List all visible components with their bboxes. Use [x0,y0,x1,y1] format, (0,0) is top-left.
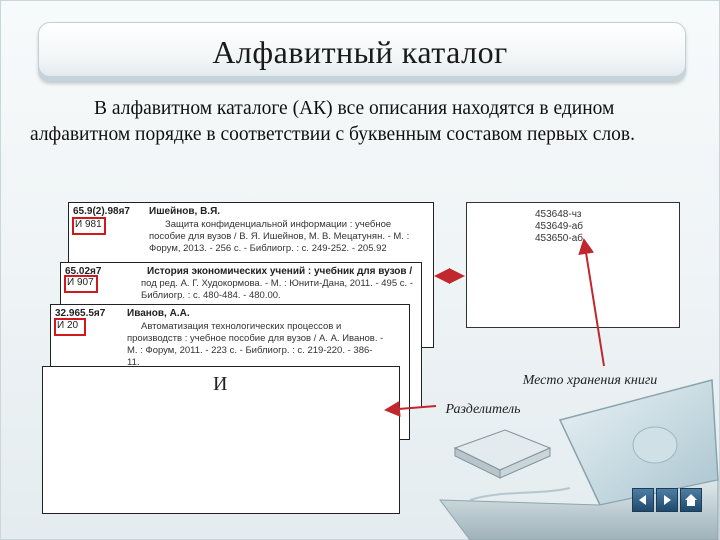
forward-button[interactable] [656,488,678,512]
separator-caption: Разделитель [428,402,538,418]
storage-arrow [584,240,604,366]
forward-arrow-icon [660,493,674,507]
storage-caption: Место хранения книги [520,372,660,390]
back-button[interactable] [632,488,654,512]
home-button[interactable] [680,488,702,512]
back-arrow-icon [636,493,650,507]
home-icon [684,493,698,507]
